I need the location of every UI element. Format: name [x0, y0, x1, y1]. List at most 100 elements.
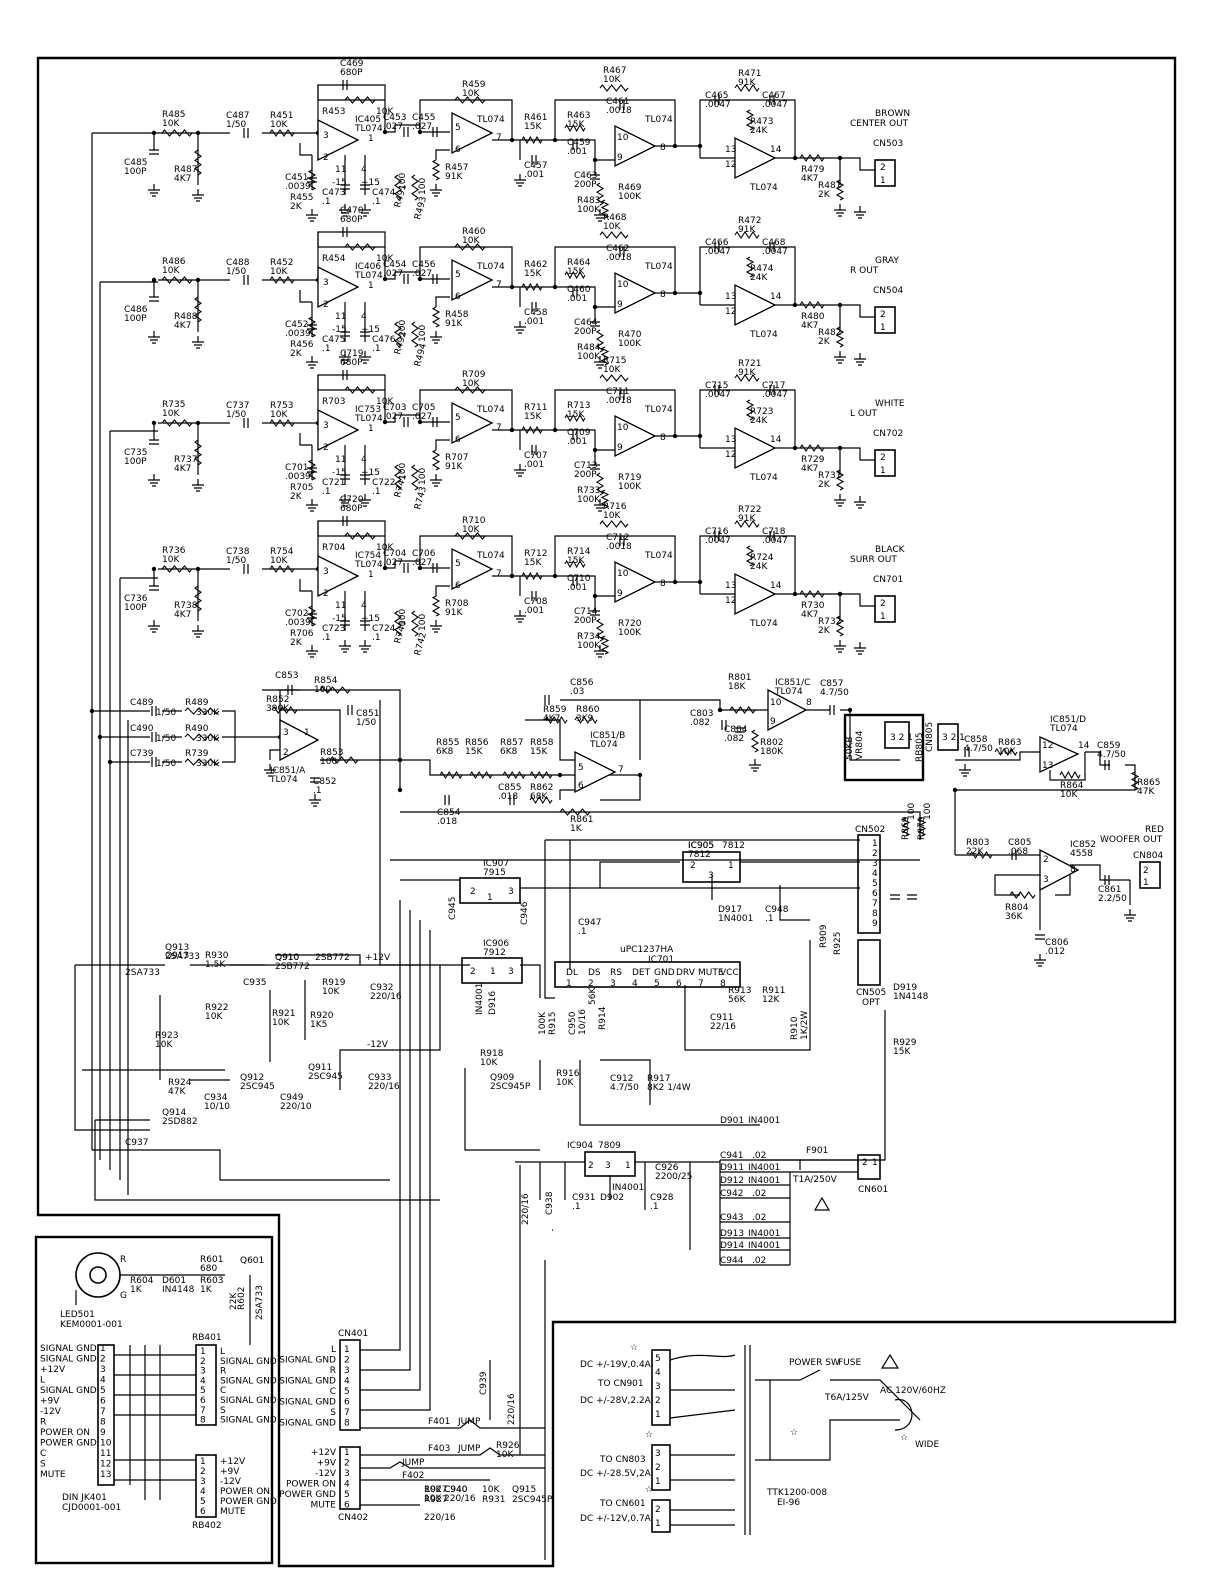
pre-res2-value: 4K7 — [174, 174, 191, 184]
wire — [435, 149, 450, 160]
woofer-in-cap-value: 1/50 — [156, 759, 176, 769]
r802-ref: R802 — [760, 738, 783, 748]
fb2-res-ref: R460 — [462, 227, 486, 237]
r925-ref: R925 — [833, 932, 843, 955]
r-fb4-value: 24K — [750, 562, 768, 572]
c857-value: 4.7/50 — [820, 688, 849, 698]
resistor-symbol — [344, 532, 376, 540]
junction-dot — [382, 276, 388, 282]
din-pin-label: SIGNAL GND — [40, 1355, 97, 1365]
out-res2-value: 2K — [818, 626, 831, 636]
resistor-symbol — [729, 706, 756, 714]
c950-value: 10/16 — [578, 1009, 588, 1035]
ic904-ref: IC904 — [567, 1141, 593, 1151]
resistor-symbol — [521, 282, 543, 292]
pin-number: 14 — [770, 145, 782, 155]
pin-number: 12 — [725, 450, 736, 460]
plug-type-label: WIDE — [915, 1440, 939, 1450]
ic701-pin-number: 3 — [610, 979, 616, 989]
resistor-symbol — [454, 243, 486, 251]
c-b-ref: C473 — [322, 188, 345, 198]
rb401-pin-number: 7 — [200, 1406, 206, 1416]
ic4-type: TL074 — [749, 330, 778, 340]
r927-ref: R927 — [424, 1485, 447, 1495]
cn502-pin-number: 7 — [872, 899, 878, 909]
r869-value: 100 — [907, 803, 917, 820]
c946-ref: C946 — [520, 901, 530, 925]
r922-value: 10K — [205, 1012, 223, 1022]
led-g-label: G — [120, 1291, 127, 1301]
c928-ref: C928 — [650, 1193, 674, 1203]
ground-symbol — [1034, 954, 1046, 967]
resistor-symbol — [799, 444, 825, 452]
capacitor-symbol — [340, 184, 350, 190]
cn401-pin-label: SIGNAL GND — [279, 1419, 336, 1429]
ic907-value: 7915 — [483, 868, 506, 878]
r931-value: 10K — [482, 1485, 500, 1495]
ic851c-opamp — [767, 688, 808, 732]
c859-ref: C859 — [1097, 741, 1121, 751]
rb401-pin-number: 2 — [200, 1357, 206, 1367]
rb402-pin-number: 3 — [200, 1477, 206, 1487]
r855-ref: R855 — [436, 738, 459, 748]
fb3-res-value: 10K — [603, 511, 621, 521]
ground-symbol — [192, 189, 204, 202]
warning-triangle-icon — [880, 1353, 900, 1369]
rb401-connector — [195, 1344, 217, 1426]
r-trim-ref: R719 — [618, 473, 642, 483]
r855-value: 6K8 — [436, 747, 454, 757]
rb401-pin-label: C — [220, 1386, 226, 1396]
resistor-symbol — [329, 756, 359, 764]
wire — [385, 271, 450, 280]
r-fb4-ref: R474 — [750, 264, 774, 274]
pin-number: 7 — [496, 133, 502, 143]
c804-value: .082 — [724, 734, 744, 744]
junction-dot — [717, 707, 723, 713]
pre-res-value: 10K — [162, 409, 180, 419]
resistor-symbol — [161, 565, 193, 573]
in-res-value: 10K — [270, 120, 288, 130]
r852-value: 390K — [266, 704, 290, 714]
c-b-ref: C723 — [322, 624, 345, 634]
ic905-ref: IC905 — [688, 841, 714, 851]
pin-number: 11 — [335, 312, 346, 322]
tap3-pin-number: 2 — [655, 1505, 661, 1515]
r915-ref: R915 — [548, 1012, 558, 1035]
c855-ref: C855 — [498, 783, 521, 793]
ic851d-value: TL074 — [1049, 724, 1078, 734]
supply-minus12: -12V — [367, 1040, 389, 1050]
r-fb4-value: 24K — [750, 126, 768, 136]
diode-ref: D914 — [720, 1241, 744, 1251]
c-fb3-ref: C712 — [606, 533, 629, 543]
resistor-symbol — [574, 715, 598, 725]
resistor-symbol — [799, 301, 825, 309]
junction-dot — [837, 591, 843, 597]
in-res-value: 10K — [270, 410, 288, 420]
r918-value: 10K — [480, 1058, 498, 1068]
r865-value: 47K — [1137, 787, 1155, 797]
pin-number: 7 — [496, 280, 502, 290]
c-out2-ref: C706 — [412, 549, 436, 559]
capacitor-symbol — [403, 563, 409, 573]
c-out1-value: .027 — [383, 122, 403, 132]
rb402-pin-label: POWER ON — [220, 1487, 270, 1497]
fb-cap-ref: C469 — [340, 59, 364, 69]
capacitor-symbol — [287, 685, 293, 695]
capacitor-symbol — [714, 531, 720, 541]
c-trim-value: 200P — [574, 616, 597, 626]
output-name: SURR OUT — [850, 555, 897, 565]
wire — [555, 286, 615, 308]
capacitor-symbol — [769, 242, 775, 252]
star-marker-icon: ☆ — [790, 1428, 798, 1438]
pin-number: 8 — [660, 143, 666, 153]
resistor-symbol — [344, 243, 376, 251]
vr804-ref: VR804 — [855, 730, 865, 760]
r-a-value: 2K — [290, 492, 303, 502]
resistor-symbol — [734, 84, 760, 92]
c-trim-ref: C713 — [574, 461, 597, 471]
ground-symbol — [339, 351, 351, 364]
r-trim-value: 100K — [618, 482, 642, 492]
capacitor-symbol — [531, 155, 537, 165]
r859-ref: R859 — [543, 705, 567, 715]
fuse-value: T6A/125V — [824, 1393, 870, 1403]
